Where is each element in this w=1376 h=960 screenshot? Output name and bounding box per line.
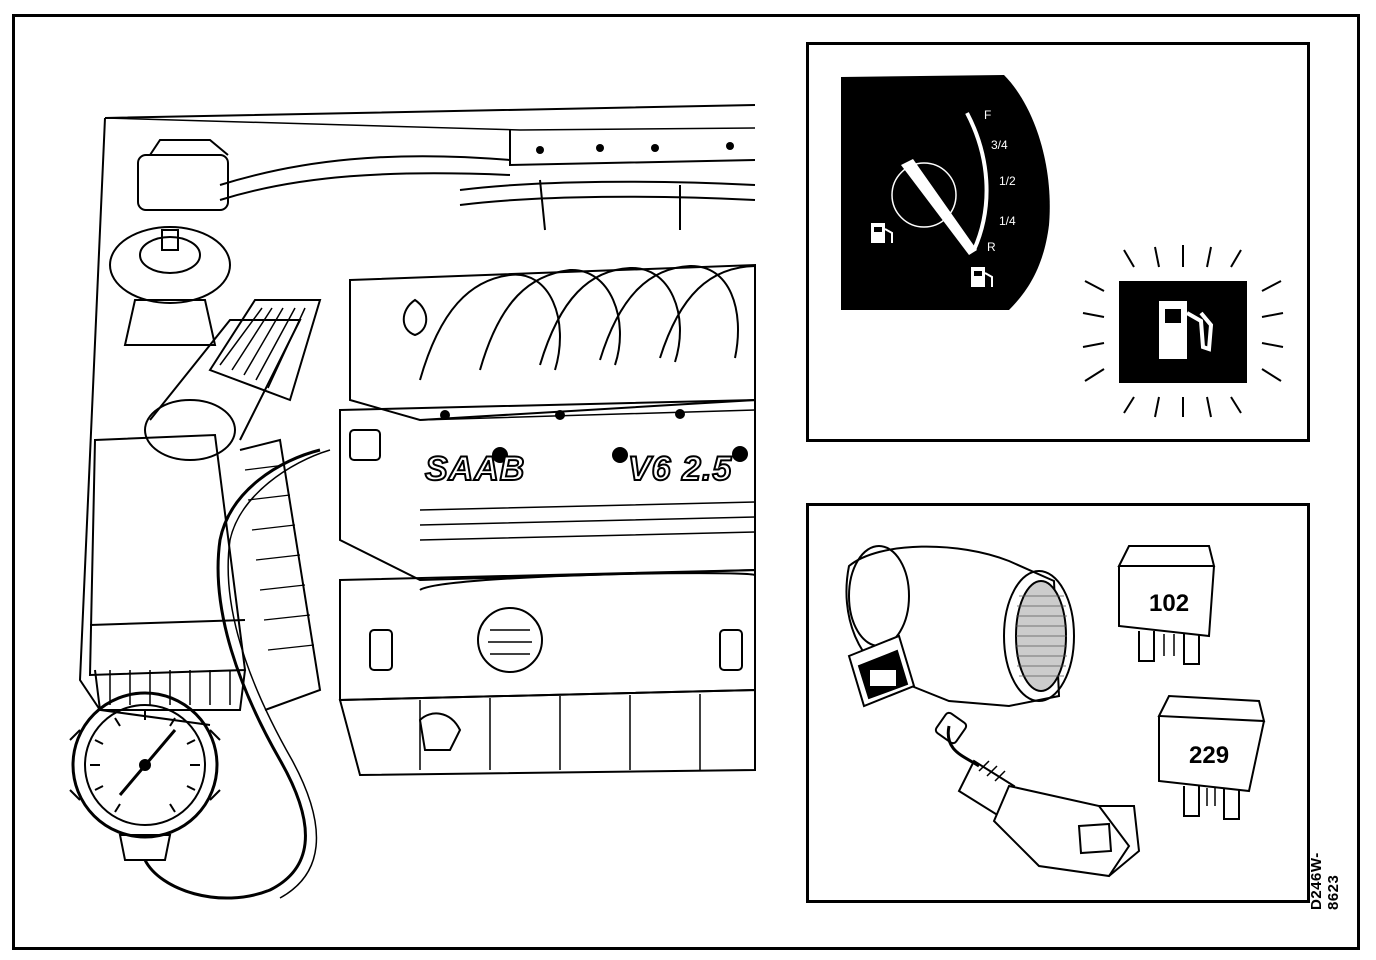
components-illustration [845,545,1266,878]
relay-icon [1117,545,1216,665]
engine-badge-brand: SAAB [424,449,526,489]
figure-frame [12,14,1360,950]
gauge-label-three-quarter: 3/4 [991,138,1008,152]
gauge-label-full: F [984,108,991,122]
gauge-label-quarter: 1/4 [999,214,1016,228]
temperature-sensor-icon [934,711,1141,878]
fuel-warning-lamp-icon [1082,245,1284,418]
relay-102-label: 102 [1149,590,1190,617]
gauge-label-half: 1/2 [999,174,1016,188]
air-mass-meter-icon [845,545,1075,708]
relay-icon [1157,694,1266,820]
fuel-gauge-illustration: F 3/4 1/2 1/4 R [841,75,1284,418]
gauge-label-reserve: R [987,240,996,254]
engine-bay-illustration [69,104,756,900]
fuel-gauge-panel: F 3/4 1/2 1/4 R [806,42,1310,442]
relay-229-label: 229 [1189,742,1230,769]
engine-badge-model: V6 2.5 [628,450,733,489]
fuel-pump-icon [871,223,993,287]
pressure-gauge-icon [69,691,221,861]
components-panel: 102 229 [806,503,1310,903]
figure-reference: D246W-8623 [1308,852,1342,910]
